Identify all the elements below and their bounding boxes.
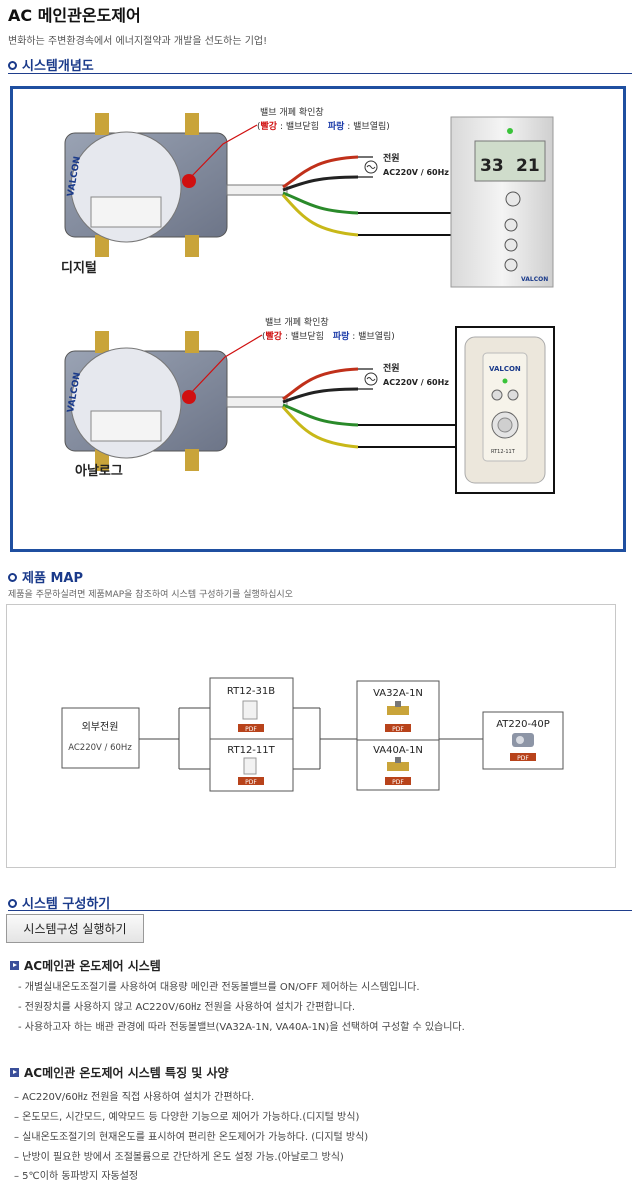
pdf-badge[interactable] (238, 724, 264, 732)
thermostat-icon (242, 700, 258, 720)
run-system-config-button[interactable]: 시스템구성 실행하기 (6, 914, 144, 943)
digital-valve-actuator: VALCON (64, 113, 228, 257)
feature-line: – 난방이 필요한 방에서 조절볼륨으로 간단하게 온도 설정 가능.(아날로그… (14, 1152, 344, 1163)
section-divider (8, 910, 632, 911)
pdf-badge[interactable] (385, 724, 411, 732)
digital-thermostat: 33 21 VALCON (450, 116, 554, 288)
feature-heading-system: AC메인관 온도제어 시스템 (10, 957, 161, 974)
feature-heading-system-label: AC메인관 온도제어 시스템 (24, 959, 161, 973)
map-valve-2-name: VA40A-1N (373, 745, 423, 756)
digital-panel-brand: VALCON (521, 276, 548, 283)
pdf-badge-label: PDF (392, 779, 404, 786)
section-heading-config-label: 시스템 구성하기 (22, 897, 111, 912)
arrow-bullet-icon (10, 1068, 19, 1077)
digital-display-left: 33 (480, 156, 504, 176)
digital-caption: 디지털 (61, 260, 97, 276)
analog-thermostat: VALCON RT12-11T (455, 326, 555, 494)
product-map: 외부전원 AC220V / 60Hz RT12-31B PDF RT12-11T… (6, 604, 616, 868)
feature-line: - 사용하고자 하는 배관 관경에 따라 전동볼밸브(VA32A-1N, VA4… (18, 1022, 465, 1033)
analog-window-legend: (빨강 : 밸브닫힘 파랑 : 밸브열림) (262, 330, 395, 342)
map-actuator-name: AT220-40P (496, 719, 550, 730)
feature-line: – 온도모드, 시간모드, 예약모드 등 다양한 기능으로 제어가 가능하다.(… (14, 1112, 360, 1123)
page-title: AC 메인관온도제어 (8, 6, 141, 25)
feature-line: – 실내온도조절기의 현재온도를 표시하여 편리한 온도제어가 가능하다. (디… (14, 1132, 369, 1143)
analog-power-spec: AC220V / 60Hz (383, 378, 449, 387)
analog-wires (226, 367, 463, 449)
thermostat-icon (243, 757, 257, 775)
feature-heading-specs-label: AC메인관 온도제어 시스템 특징 및 사양 (24, 1066, 229, 1080)
circle-bullet-icon (8, 61, 17, 70)
digital-power-label: 전원 (383, 152, 400, 164)
feature-line: - 전원장치를 사용하지 않고 AC220V/60㎐ 전원을 사용하여 설치가 … (18, 1002, 356, 1013)
section-heading-concept-label: 시스템개념도 (22, 59, 94, 74)
section-heading-concept: 시스템개념도 (8, 55, 94, 74)
map-power-source: 외부전원 AC220V / 60Hz (61, 707, 140, 769)
digital-power-spec: AC220V / 60Hz (383, 168, 449, 177)
map-connectors (139, 707, 483, 770)
pdf-badge[interactable] (385, 777, 411, 785)
digital-display-right: 21 (516, 156, 540, 176)
system-concept-diagram: VALCON 디지털 밸브 개폐 확인창 (빨강 : 밸브닫힘 파랑 : 밸브열… (10, 86, 626, 552)
map-source-title: 외부전원 (82, 721, 119, 733)
section-heading-map: 제품 MAP (8, 567, 83, 586)
map-valve-1[interactable]: VA32A-1N PDF (356, 680, 440, 741)
arrow-bullet-icon (10, 961, 19, 970)
feature-line: – 5℃이하 동파방지 자동설정 (14, 1171, 139, 1182)
map-actuator[interactable]: AT220-40P PDF (482, 711, 564, 770)
page-subtitle: 변화하는 주변환경속에서 에너지절약과 개발을 선도하는 기업! (8, 36, 268, 47)
map-description: 제품을 주문하실려면 제품MAP을 참조하여 시스템 구성하기를 실행하십시오 (8, 590, 293, 600)
map-valve-1-name: VA32A-1N (373, 688, 423, 699)
map-controller-2[interactable]: RT12-11T PDF (209, 738, 294, 792)
pdf-badge-label: PDF (517, 755, 529, 762)
digital-window-legend: (빨강 : 밸브닫힘 파랑 : 밸브열림) (257, 120, 390, 132)
section-heading-map-label: 제품 MAP (22, 571, 83, 586)
pdf-badge-label: PDF (245, 726, 257, 733)
analog-panel-brand: VALCON (489, 365, 521, 373)
analog-panel-model: RT12-11T (491, 449, 516, 455)
ball-valve-icon (387, 757, 409, 771)
analog-power-label: 전원 (383, 362, 400, 374)
feature-line: - 개별실내온도조절기를 사용하여 대용량 메인관 전동볼밸브를 ON/OFF … (18, 982, 420, 993)
map-controller-2-name: RT12-11T (227, 745, 275, 756)
map-controller-1-name: RT12-31B (227, 686, 275, 697)
map-source-spec: AC220V / 60Hz (68, 743, 132, 753)
product-map-svg: 외부전원 AC220V / 60Hz RT12-31B PDF RT12-11T… (61, 677, 564, 792)
analog-window-title: 밸브 개폐 확인창 (265, 316, 329, 328)
map-controller-1[interactable]: RT12-31B PDF (209, 677, 294, 740)
digital-wires (226, 155, 453, 237)
digital-window-title: 밸브 개폐 확인창 (260, 106, 324, 118)
pdf-badge[interactable] (510, 753, 536, 761)
section-divider (8, 73, 632, 74)
map-valve-2[interactable]: VA40A-1N PDF (356, 739, 440, 791)
ball-valve-icon (387, 701, 409, 715)
circle-bullet-icon (8, 899, 17, 908)
concept-diagram-svg: VALCON 디지털 밸브 개폐 확인창 (빨강 : 밸브닫힘 파랑 : 밸브열… (61, 106, 555, 494)
pdf-badge-label: PDF (245, 779, 257, 786)
section-heading-config: 시스템 구성하기 (8, 893, 110, 912)
pdf-badge[interactable] (238, 777, 264, 785)
feature-line: – AC220V/60㎐ 전원을 직접 사용하여 설치가 간편하다. (14, 1092, 255, 1103)
feature-heading-specs: AC메인관 온도제어 시스템 특징 및 사양 (10, 1064, 229, 1081)
analog-caption: 아날로그 (75, 463, 123, 479)
circle-bullet-icon (8, 573, 17, 582)
analog-valve-actuator: VALCON (64, 331, 228, 471)
actuator-icon (512, 733, 534, 747)
pdf-badge-label: PDF (392, 726, 404, 733)
